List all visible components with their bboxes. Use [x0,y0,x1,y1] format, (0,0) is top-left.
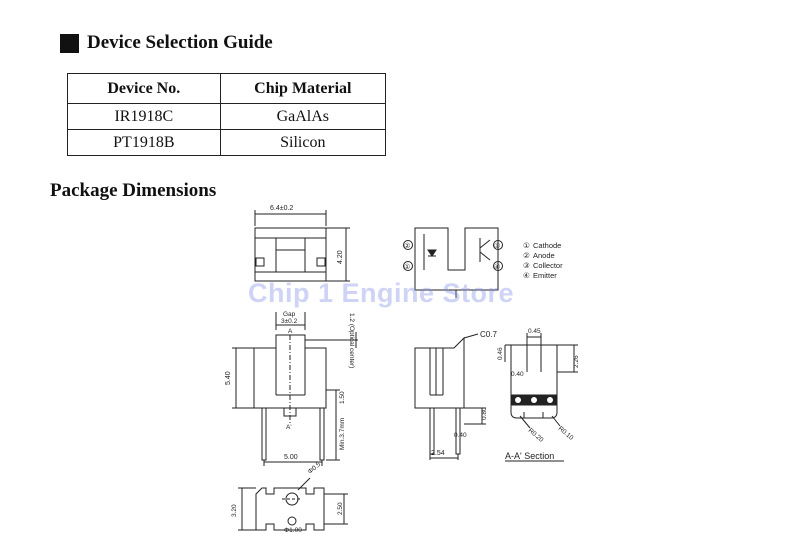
top-view: 6.4±0.2 4.20 [254,205,350,282]
dim-sec-r010: R0.10 [557,425,575,442]
pin-legend-name: Cathode [533,241,561,250]
pin-legend-num: ③ [523,261,530,270]
dim-lead-length: Min.3.7mm [339,418,346,450]
pin-legend-num: ④ [523,271,530,280]
store-watermark: Chip 1 Engine Store [248,278,515,308]
pin-legend: ① Cathode ② Anode ③ Collector ④ Emitter [523,241,563,280]
column-header: Device No. [67,73,221,104]
device-selection-title: Device Selection Guide [87,32,273,53]
gap-label: Gap [283,311,296,318]
section-a-prime-label: A' [286,424,292,431]
dim-bottom-100: Φ1.00 [284,527,302,534]
dim-sec-046: 0.46 [497,347,504,360]
square-bullet-icon [60,33,79,53]
chamfer-label: C0.7 [480,330,497,339]
pin-legend-name: Emitter [533,271,557,280]
dim-body-height: 5.40 [225,371,232,385]
schematic-pin-label: ② [404,243,410,250]
dim-sec-226: 2.26 [573,355,580,368]
dim-sec-r020: R0.20 [527,427,545,444]
dim-bottom-250: 2.50 [337,502,344,515]
dim-sec-040: 0.40 [511,371,524,378]
device-selection-table: Device No. Chip Material IR1918C GaAlAs … [67,73,387,156]
schematic-pin-label: ① [404,263,410,271]
dim-top-height: 4.20 [337,250,344,264]
package-dimensions-title: Package Dimensions [50,180,217,201]
section-title: A-A' Section [505,451,554,461]
pin-legend-name: Anode [533,251,555,260]
schematic-pin-label: ④ [494,263,500,271]
section-a-label: A [288,328,293,335]
section-view: 0.45 0.46 2.26 0.40 R0.20 R0.10 A-A' Sec… [497,328,580,462]
dim-side-lead-width: 0.40 [454,432,467,439]
dim-sec-045: 0.45 [528,328,541,335]
dim-side-pitch: 2.54 [431,450,445,457]
gap-value: 3±0.2 [281,318,298,325]
table-cell: PT1918B [67,129,221,156]
dim-top-width: 6.4±0.2 [270,205,293,212]
bottom-view: Φ0.5 Φ1.00 3.20 2.50 [231,461,348,534]
pin-legend-num: ② [523,251,530,260]
schematic: ② ① ③ ④ [403,227,503,298]
device-selection-heading: Device Selection Guide [60,31,273,55]
table-row: IR1918C GaAlAs [67,103,387,130]
front-view: Gap 3±0.2 A A' 1.2 (Optical center) 5.40… [225,311,358,466]
table-cell: GaAlAs [219,103,387,130]
pin-legend-num: ① [523,241,530,250]
optical-center-label: 1.2 (Optical center) [348,313,355,368]
side-view: C0.7 0.80 0.40 2.54 [414,330,497,460]
dim-bottom-320: 3.20 [231,504,238,517]
dim-side-lead-depth: 0.80 [481,407,488,420]
table-cell: Silicon [219,129,387,156]
dim-bottom-dia: Φ0.5 [307,461,323,476]
table-row: PT1918B Silicon [67,129,387,156]
schematic-pin-label: ③ [494,242,500,250]
dim-lead-span: 5.00 [284,454,298,461]
pin-legend-name: Collector [533,261,563,270]
dim-lead-offset: 1.50 [339,391,346,404]
